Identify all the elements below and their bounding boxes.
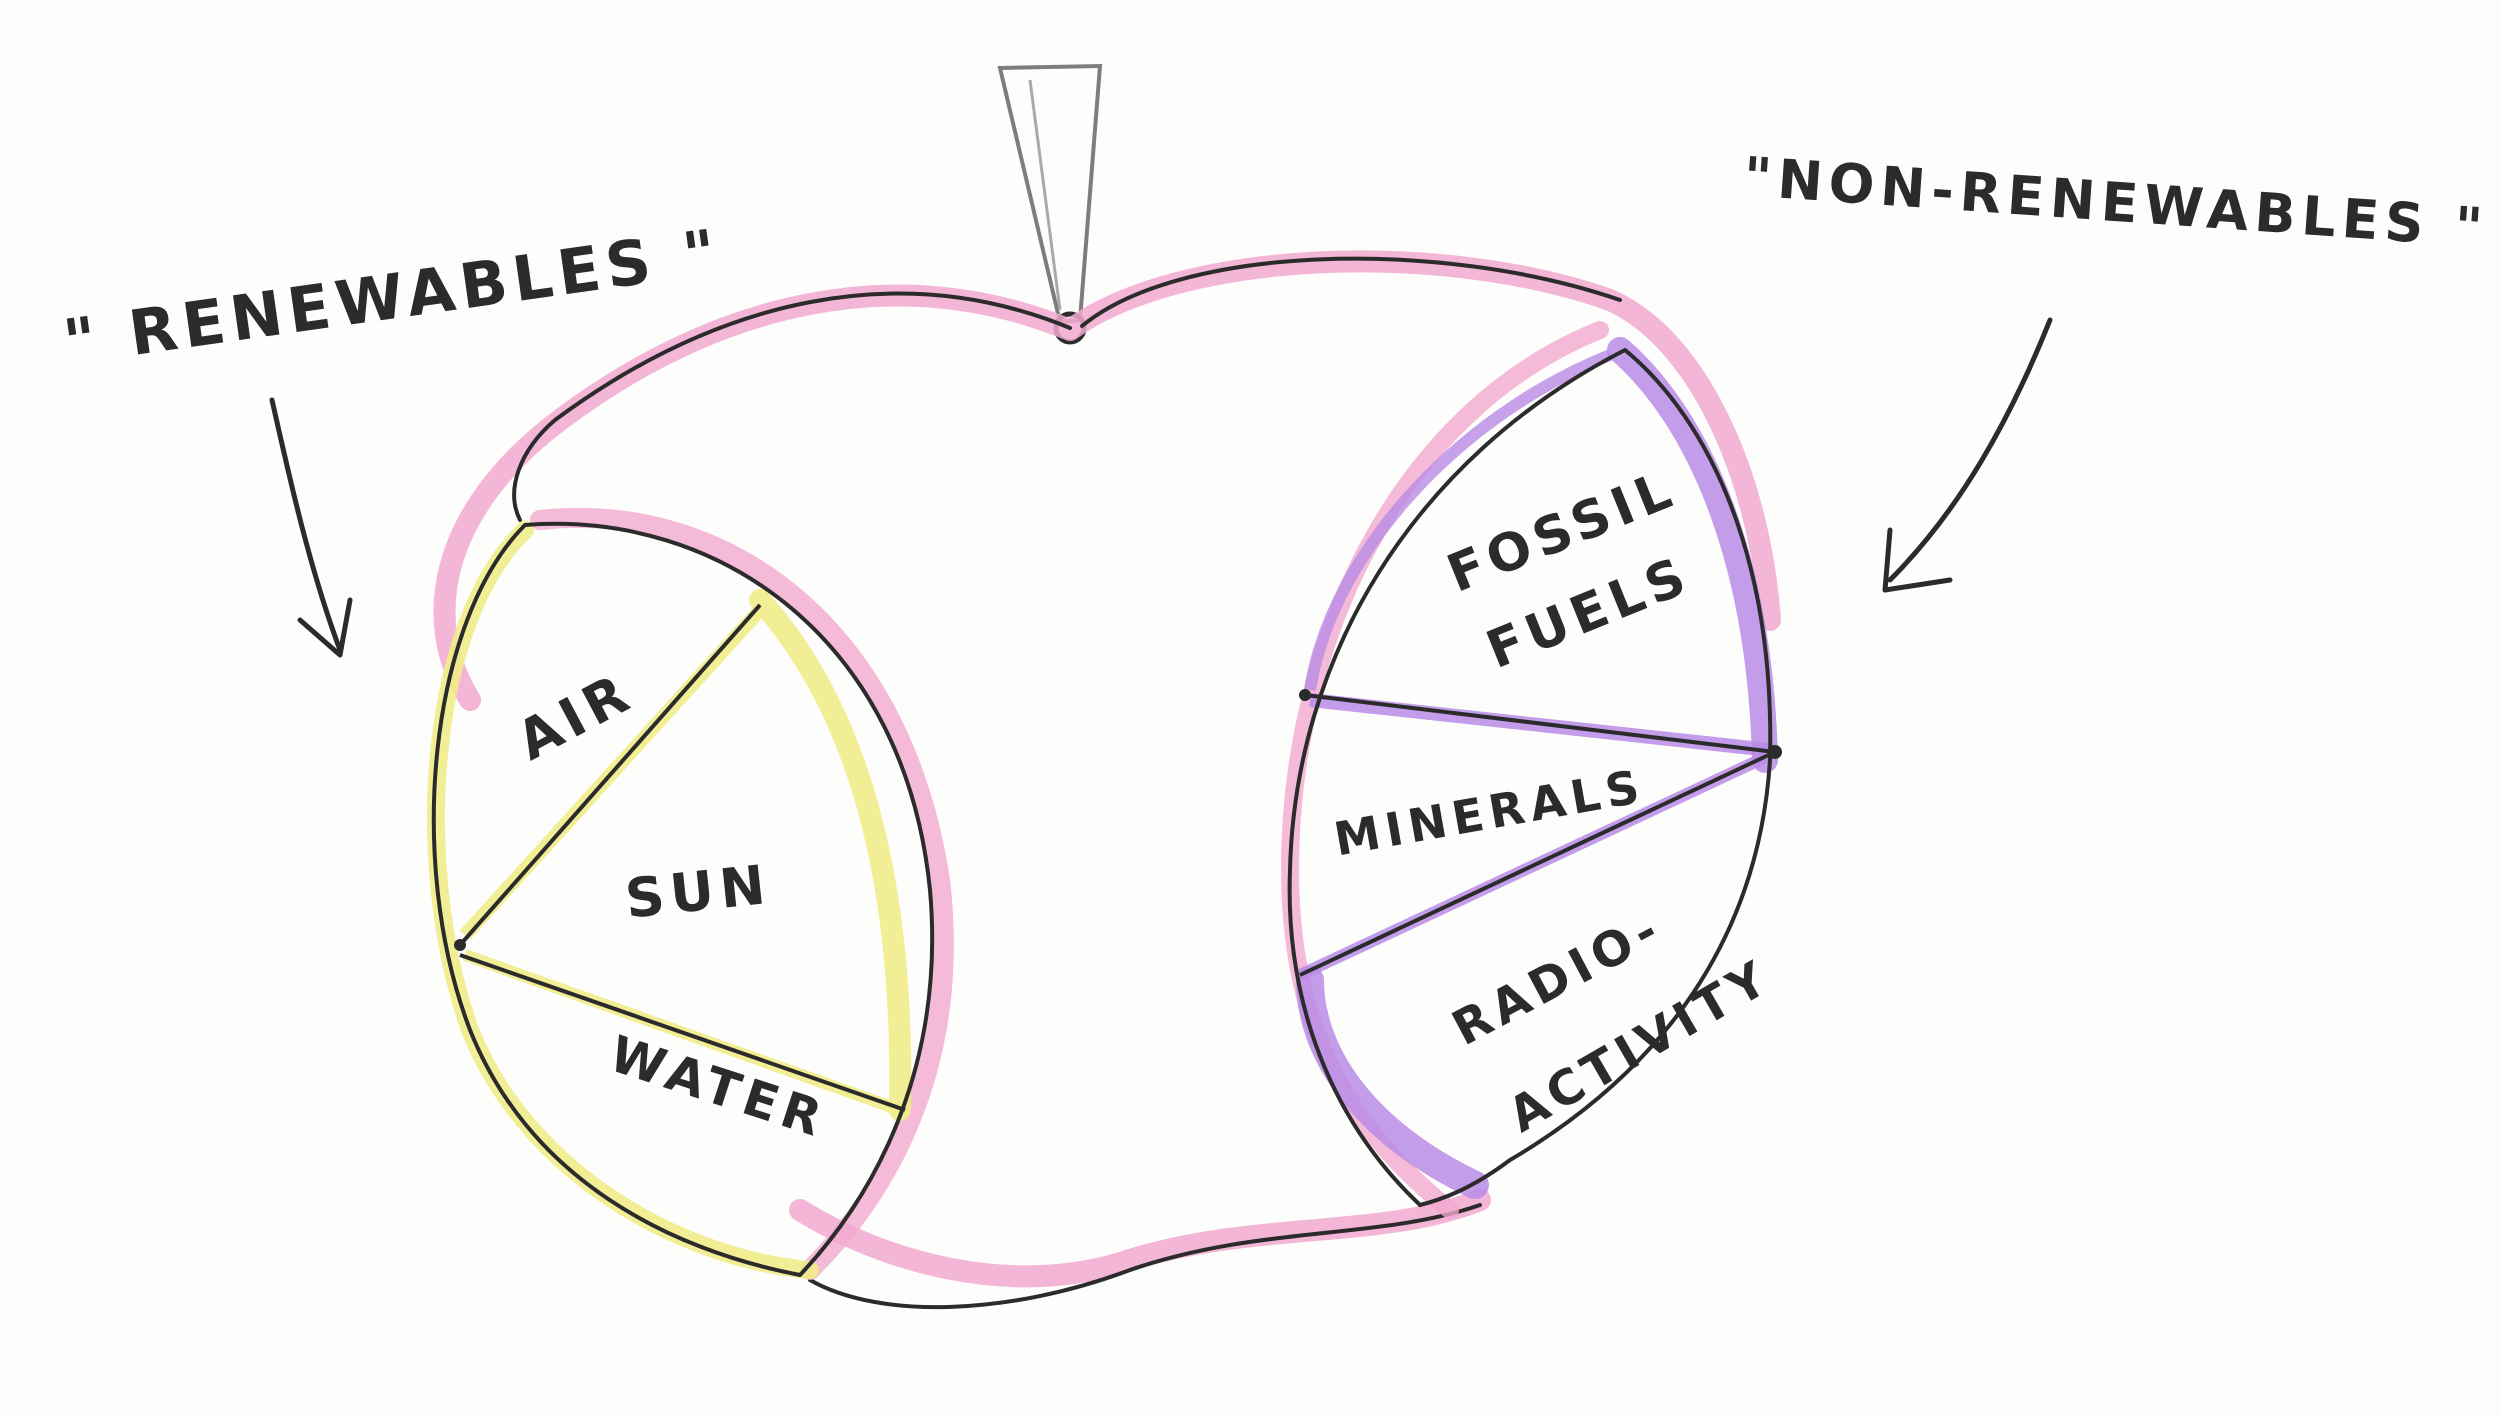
non-renewables-heading: "NON-RENEWABLES " (1741, 145, 2490, 260)
segment-label-sun: SUN (622, 853, 774, 931)
renewables-section (426, 507, 954, 1280)
segment-label-minerals: MINERALS (1330, 759, 1649, 867)
non-renewables-section (1280, 321, 1782, 1219)
apple-outline (433, 250, 1781, 1310)
renewables-arrow (269, 397, 353, 658)
renewables-heading: " RENEWABLES " (59, 214, 726, 379)
non-renewables-arrow (1882, 317, 2053, 593)
